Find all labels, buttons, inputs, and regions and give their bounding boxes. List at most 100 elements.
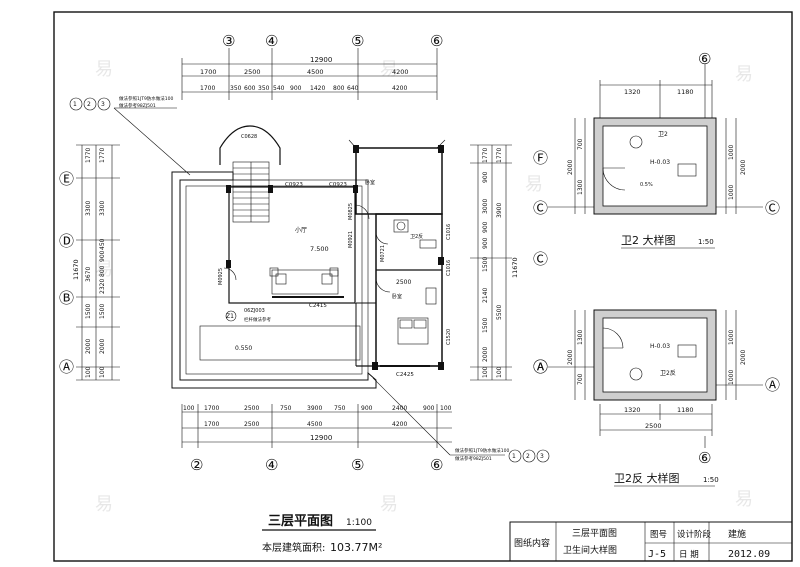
- detail1-title-text: 卫2 大样图: [621, 233, 676, 247]
- det2-grid-A-right: Ⓐ: [765, 376, 780, 394]
- bottom-dim-6: 900: [361, 405, 373, 412]
- level-main-label: 7.500: [310, 245, 329, 253]
- tb-stage-value: 建施: [728, 528, 746, 540]
- ref-bubble-6: 3: [540, 453, 544, 460]
- ref-note-3: 做法参照1JT9防水做法100: [455, 447, 510, 454]
- ref-bubble-4: 1: [512, 453, 516, 460]
- top-dim2-5: 540: [273, 85, 285, 92]
- bottom-dim-3: 750: [280, 405, 292, 412]
- bottom-dim-2: 2500: [244, 405, 259, 412]
- det2-dim-1320: 1320: [624, 406, 641, 414]
- right-dim-10: 100: [482, 366, 489, 378]
- svg-text:易: 易: [735, 64, 753, 85]
- ref-note-4: 做法参考98ZJ501: [455, 455, 492, 462]
- det2-right-total: 2000: [740, 350, 747, 365]
- watermark: 易 易 易 易 易 易 易 易: [95, 59, 753, 515]
- right-outer-4: 100: [496, 366, 503, 378]
- right-dim-2: 900: [482, 171, 489, 183]
- left-grid-axis: Ⓔ Ⓓ Ⓑ Ⓐ: [59, 170, 74, 376]
- det2-level: H-0.03: [650, 343, 670, 350]
- left-dim-5: 800: [99, 265, 106, 277]
- det2-left-700: 700: [577, 373, 584, 385]
- grid-bubble-6-bottom: ⑥: [430, 456, 443, 474]
- door-c0628: C0628: [241, 134, 257, 140]
- tb-stage-label: 设计阶段: [677, 529, 712, 540]
- top-total-dim: 12900: [310, 56, 332, 64]
- left-dim-8: 2000: [99, 339, 106, 354]
- top-dim2-4: 350: [258, 85, 270, 92]
- left-dimensions: 1770 3300 450 900 800 2320 1500 2000 100…: [72, 144, 120, 381]
- bottom-dim-100: 100: [183, 405, 195, 412]
- bottom-dim-4: 3900: [307, 405, 322, 412]
- right-grid-axis: Ⓕ Ⓒ Ⓐ: [533, 149, 548, 376]
- right-dim-8: 1500: [482, 318, 489, 333]
- room-bed2-label: 卧室: [392, 293, 402, 300]
- door-m0721: M0721: [380, 245, 386, 262]
- tb-content-line1: 三层平面图: [572, 528, 617, 539]
- grid-bubble-5-top: ⑤: [351, 32, 364, 50]
- det1-room-label: 卫2: [658, 131, 668, 138]
- bottom-dim2-2: 2500: [244, 421, 259, 428]
- tb-fig-no: J-5: [648, 549, 666, 560]
- top-dim2-3: 600: [244, 85, 256, 92]
- main-title-text: 三层平面图: [268, 514, 333, 529]
- grid-bubble-4-top: ④: [265, 32, 278, 50]
- det2-left-1300: 1300: [577, 330, 584, 345]
- bottom-dim-5: 750: [334, 405, 346, 412]
- det2-dim-2500: 2500: [645, 422, 662, 430]
- ref-bubble-3: 3: [101, 101, 105, 108]
- top-dim2-10: 4200: [392, 85, 407, 92]
- grid-bubble-F: Ⓕ: [533, 149, 548, 167]
- left-outer-4: 1500: [85, 304, 92, 319]
- level-terrace-label: 0.550: [235, 345, 252, 352]
- det1-slope: 0.5%: [640, 182, 653, 188]
- top-dim2-2: 350: [230, 85, 242, 92]
- left-outer-1: 1770: [85, 148, 92, 163]
- glass-ref: 06ZJ003: [244, 308, 265, 314]
- left-dim-6: 2320: [99, 279, 106, 294]
- top-dim-4: 4200: [392, 68, 409, 76]
- grid-bubble-5-bottom: ⑤: [351, 456, 364, 474]
- top-dim2-1: 1700: [200, 85, 215, 92]
- right-dim-3: 3000: [482, 199, 489, 214]
- det1-right-total: 2000: [740, 160, 747, 175]
- ref-bubble-2: 2: [87, 101, 91, 108]
- door-c0923b: C0923: [329, 182, 347, 188]
- door-c2425: C2425: [396, 372, 414, 378]
- detail2-scale: 1:50: [703, 476, 719, 484]
- det1-right-1: 1000: [728, 145, 735, 160]
- top-dim2-7: 1420: [310, 85, 325, 92]
- right-dim-7: 2140: [482, 288, 489, 303]
- svg-text:易: 易: [735, 489, 753, 510]
- ref-bubble-5: 2: [526, 453, 530, 460]
- top-dim2-6: 900: [290, 85, 302, 92]
- right-dim-4: 900: [482, 221, 489, 233]
- left-dim-2: 3300: [99, 201, 106, 216]
- ref-notes: 1 2 3 做法参照1JT9防水做法100 做法参考98ZJ501 1 2 3 …: [69, 95, 550, 463]
- left-dim-3: 450: [99, 238, 106, 250]
- door-c1520: C1520: [446, 329, 452, 345]
- bottom-dim-7: 2400: [392, 405, 407, 412]
- top-grid-axis: ③ ④ ⑤ ⑥: [222, 32, 443, 58]
- det2-room-label: 卫2反: [660, 369, 676, 377]
- svg-text:易: 易: [95, 494, 113, 515]
- main-title: 三层平面图 1:100 本层建筑面积: 103.77M²: [262, 514, 382, 554]
- room-bath-label: 卫2反: [410, 233, 423, 240]
- tb-date-label: 日 期: [679, 550, 699, 560]
- grid-bubble-3-top: ③: [222, 32, 235, 50]
- svg-text:易: 易: [525, 174, 543, 195]
- det2-right-2: 1000: [728, 370, 735, 385]
- detail1-grid-6: ⑥: [698, 50, 711, 68]
- det1-level: H-0.03: [650, 159, 670, 166]
- detail-2-drawing: H-0.03 卫2反 1300 700 2000 1000 1000 2000 …: [533, 309, 780, 467]
- detail-1-drawing: ⑥ 1320 1180 H-0.03 卫2 0.5% 700 1300 2000…: [533, 50, 780, 217]
- bottom-dimensions: 100 1700 2500 750 3900 750 900 2400 900 …: [181, 404, 452, 448]
- grid-bubble-B: Ⓑ: [59, 289, 74, 307]
- door-c1016: C1016: [446, 224, 452, 240]
- grid-bubble-2-bottom: ②: [190, 456, 203, 474]
- main-scale: 1:100: [346, 518, 372, 528]
- det2-right-1: 1000: [728, 330, 735, 345]
- left-outer-3: 3670: [85, 267, 92, 282]
- right-outer-1: 1770: [496, 148, 503, 163]
- grid-bubble-D: Ⓓ: [59, 232, 74, 250]
